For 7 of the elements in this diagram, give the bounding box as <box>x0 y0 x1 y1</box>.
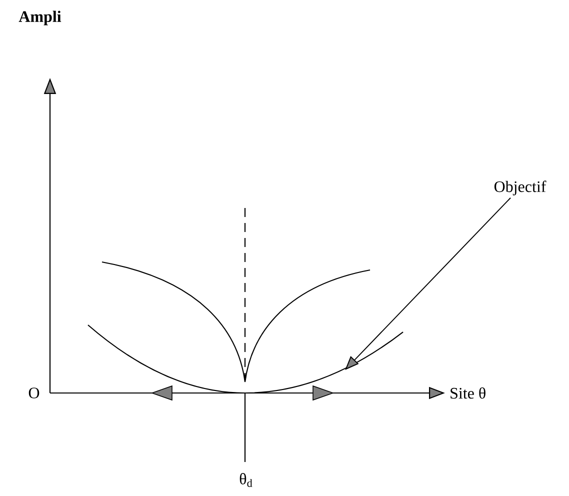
curve <box>88 324 404 394</box>
axis-label: Ampli <box>18 10 62 26</box>
axis-label: Site θ <box>450 387 486 399</box>
axis-label: O <box>28 388 40 398</box>
leader-line <box>345 197 511 370</box>
axis-label: θ$_{d}$ <box>240 473 252 487</box>
callout-text: Objectif <box>494 180 546 196</box>
